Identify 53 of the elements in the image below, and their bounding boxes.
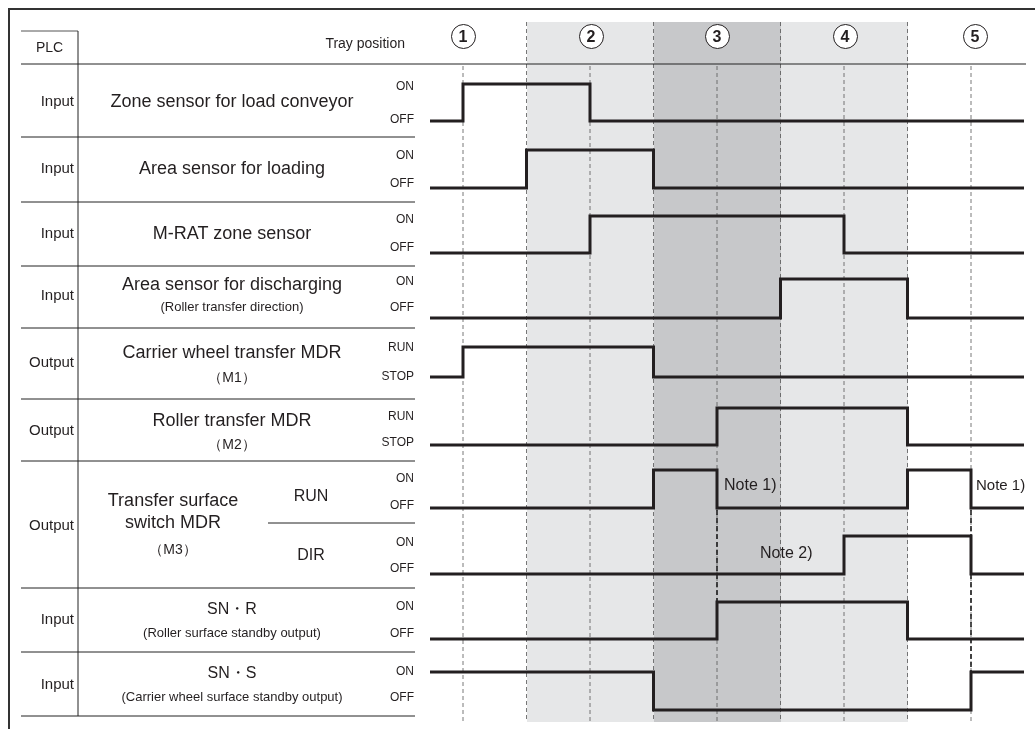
signal-detail: (Carrier wheel surface standby output) [121,688,343,706]
io-type: Input [40,91,74,111]
signal-name: Carrier wheel transfer MDR [122,340,342,364]
signal-detail: （M2） [208,436,256,454]
signal-level: RUN [388,408,414,424]
signal-name: Area sensor for discharging [121,272,343,296]
signal-name: Transfer surface switch MDR [106,488,240,534]
signal-level: STOP [381,368,414,384]
signal-level: ON [396,211,414,227]
signal-detail: （M1） [208,369,256,387]
signal-level: ON [396,663,414,679]
signal-level: ON [396,534,414,550]
signal-level: STOP [381,434,414,450]
signal-level: OFF [390,689,414,705]
column-header: Tray position [325,35,405,53]
signal-name: Area sensor for loading [138,156,326,180]
note-text: Note 1) [976,475,1026,495]
signal-detail: (Roller surface standby output) [143,624,321,642]
signal-name: Zone sensor for load conveyor [110,89,354,113]
signal-level: OFF [390,560,414,576]
io-type: Input [40,674,74,694]
signal-level: ON [396,78,414,94]
io-type: Input [40,158,74,178]
io-type: Output [28,352,74,372]
signal-level: OFF [390,497,414,513]
io-type: Input [40,285,74,305]
io-type: Input [40,609,74,629]
signal-name: RUN [293,486,329,506]
signal-level: OFF [390,175,414,191]
signal-level: ON [396,147,414,163]
step-number: 5 [962,24,988,49]
signal-name: SN・R [207,599,257,619]
signal-level: ON [396,598,414,614]
signal-name: M-RAT zone sensor [152,221,312,245]
signal-level: OFF [390,111,414,127]
signal-name: DIR [297,545,325,565]
note-text: Note 1) [724,475,777,495]
signal-level: OFF [390,299,414,315]
signal-detail: （M3） [149,541,197,559]
signal-level: RUN [388,339,414,355]
note-text: Note 2) [760,543,813,563]
signal-name: SN・S [207,663,257,683]
column-header: PLC [35,39,64,57]
signal-detail: (Roller transfer direction) [160,298,304,316]
step-number: 1 [450,24,476,49]
signal-level: OFF [390,239,414,255]
signal-level: OFF [390,625,414,641]
io-type: Input [40,223,74,243]
io-type: Output [28,420,74,440]
io-type: Output [28,515,74,535]
signal-level: ON [396,273,414,289]
signal-name: Roller transfer MDR [152,408,312,432]
signal-level: ON [396,470,414,486]
